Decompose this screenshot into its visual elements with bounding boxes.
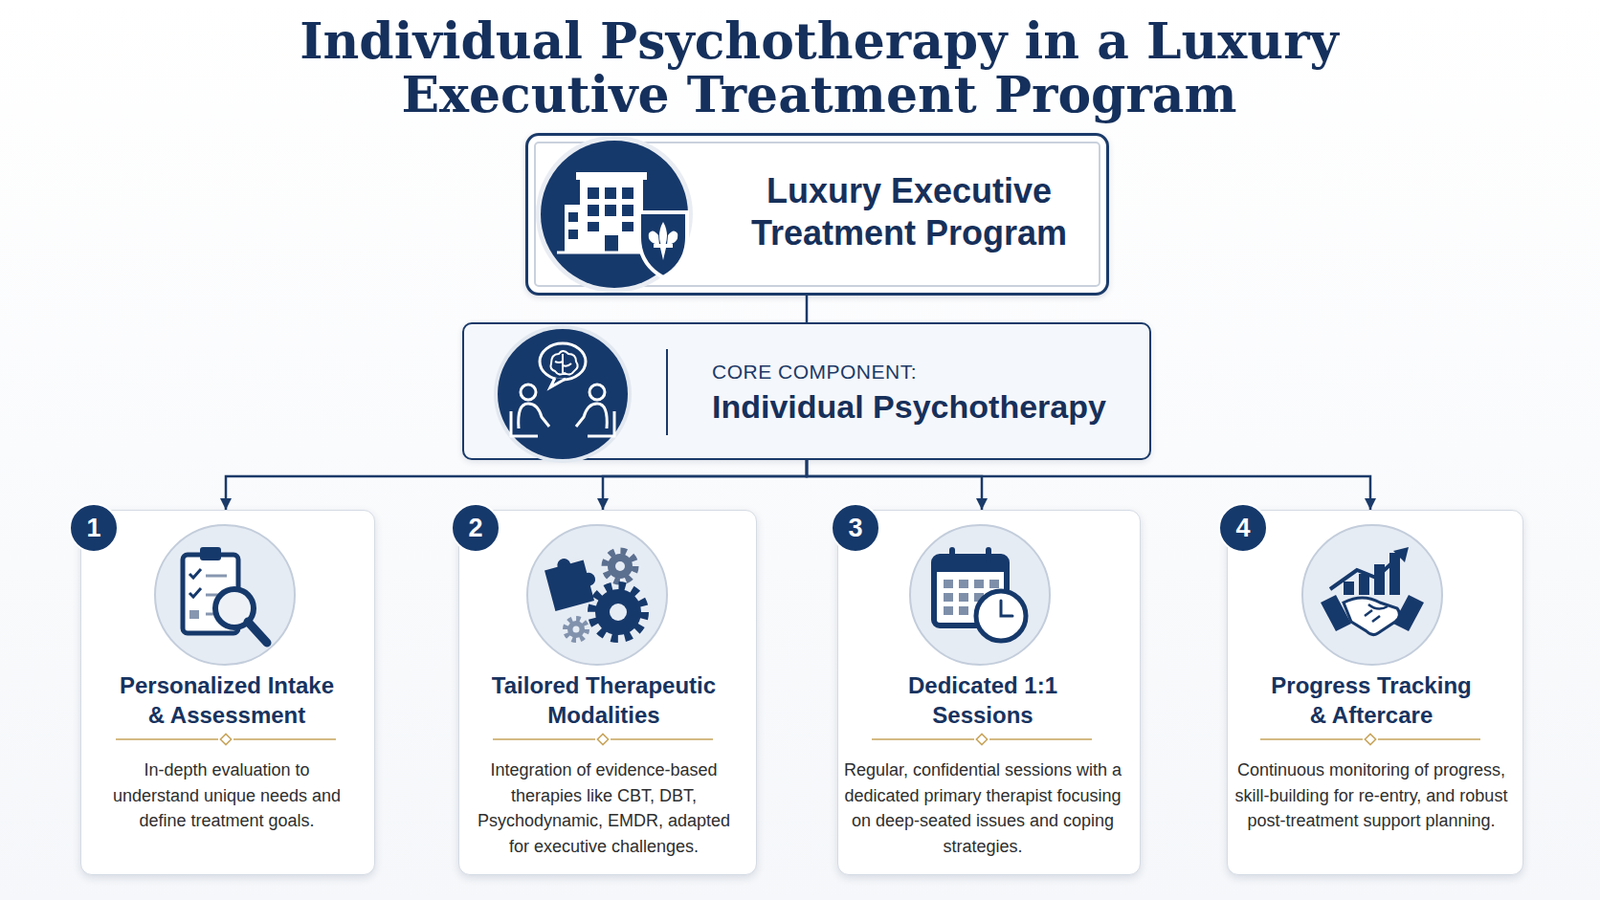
card-body: In-depth evaluation to understand unique… — [105, 757, 350, 835]
card-heading: Progress Tracking & Aftercare — [1265, 670, 1478, 731]
connector-line — [602, 460, 807, 511]
component-card: Progress Tracking & AftercareContinuous … — [1226, 510, 1524, 876]
core-component-box: CORE COMPONENT: Individual Psychotherapy — [462, 322, 1152, 461]
connector-line — [806, 460, 982, 511]
card-body: Continuous monitoring of progress, skill… — [1230, 757, 1513, 835]
program-box: Luxury Executive Treatment Program — [525, 133, 1110, 296]
callout-number: 2 — [451, 504, 500, 553]
callout-number: 4 — [1219, 504, 1267, 553]
connector-line — [806, 460, 1371, 511]
card-heading: Tailored Therapeutic Modalities — [487, 670, 722, 731]
component-title: Individual Psychotherapy — [711, 387, 1143, 426]
card-heading: Personalized Intake & Assessment — [113, 670, 340, 731]
card-body: Regular, confidential sessions with a de… — [842, 757, 1125, 860]
program-name: Luxury Executive Treatment Program — [727, 170, 1091, 255]
connector-line — [805, 295, 809, 323]
connector-line — [225, 460, 807, 511]
component-card: Personalized Intake & AssessmentIn-depth… — [80, 510, 376, 876]
card-heading: Dedicated 1:1 Sessions — [866, 670, 1101, 731]
component-card: Tailored Therapeutic ModalitiesIntegrati… — [458, 510, 757, 876]
callout-number: 3 — [831, 504, 880, 553]
card-body: Integration of evidence-based therapies … — [467, 757, 741, 860]
diagram-title: Individual Psychotherapy in a Luxury Exe… — [294, 14, 1344, 122]
component-card: Dedicated 1:1 SessionsRegular, confident… — [837, 510, 1141, 876]
component-tag: CORE COMPONENT: — [711, 360, 1134, 384]
callout-number: 1 — [69, 504, 118, 553]
